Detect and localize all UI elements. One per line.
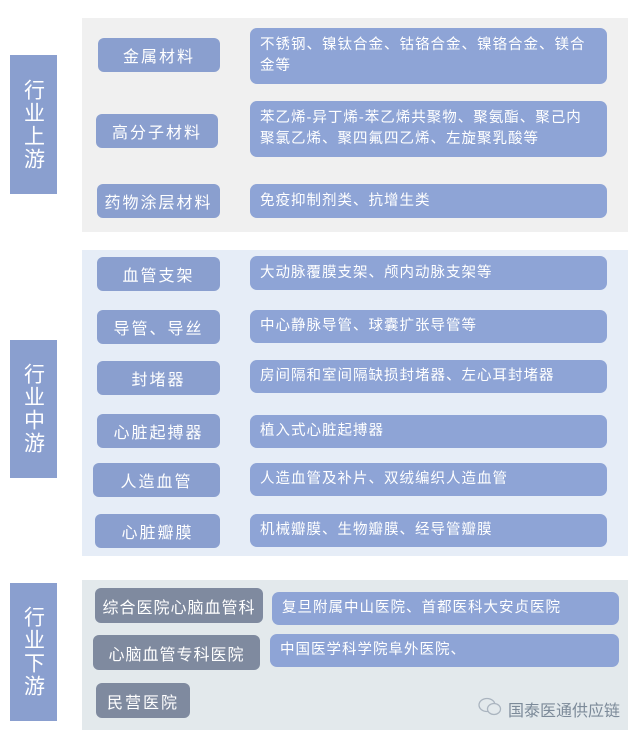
upstream-label: 行业上游 bbox=[10, 55, 57, 194]
category-heart-valve: 心脏瓣膜 bbox=[95, 514, 220, 548]
detail-metal: 不锈钢、镍钛合金、钴铬合金、镍铬合金、镁合金等 bbox=[250, 28, 607, 84]
wechat-icon bbox=[478, 697, 502, 721]
detail-specialty-hospital: 中国医学科学院阜外医院、 bbox=[270, 634, 619, 667]
category-stent: 血管支架 bbox=[97, 257, 220, 291]
watermark: 国泰医通供应链 bbox=[478, 697, 620, 721]
category-pacemaker: 心脏起搏器 bbox=[97, 414, 220, 448]
detail-drug-coating: 免疫抑制剂类、抗增生类 bbox=[250, 184, 607, 218]
category-occluder: 封堵器 bbox=[97, 361, 220, 395]
midstream-panel bbox=[82, 250, 628, 556]
category-catheter: 导管、导丝 bbox=[97, 310, 220, 344]
detail-pacemaker: 植入式心脏起搏器 bbox=[250, 415, 607, 448]
watermark-text: 国泰医通供应链 bbox=[508, 701, 621, 720]
category-general-hospital: 综合医院心脑血管科 bbox=[95, 588, 263, 623]
detail-polymer: 苯乙烯-异丁烯-苯乙烯共聚物、聚氨酯、聚己内聚氯乙烯、聚四氟四乙烯、左旋聚乳酸等 bbox=[250, 101, 607, 157]
category-vascular-graft: 人造血管 bbox=[93, 463, 220, 497]
category-metal: 金属材料 bbox=[98, 38, 220, 72]
category-private-hospital: 民营医院 bbox=[96, 683, 190, 718]
detail-heart-valve: 机械瓣膜、生物瓣膜、经导管瓣膜 bbox=[250, 514, 607, 547]
midstream-label: 行业中游 bbox=[10, 340, 57, 478]
downstream-label: 行业下游 bbox=[10, 583, 57, 721]
detail-occluder: 房间隔和室间隔缺损封堵器、左心耳封堵器 bbox=[250, 360, 607, 393]
detail-stent: 大动脉覆膜支架、颅内动脉支架等 bbox=[250, 256, 607, 290]
detail-vascular-graft: 人造血管及补片、双绒编织人造血管 bbox=[250, 463, 607, 496]
category-drug-coating: 药物涂层材料 bbox=[97, 184, 220, 218]
detail-catheter: 中心静脉导管、球囊扩张导管等 bbox=[250, 310, 607, 343]
category-specialty-hospital: 心脑血管专科医院 bbox=[93, 635, 260, 670]
category-polymer: 高分子材料 bbox=[96, 114, 218, 148]
detail-general-hospital: 复旦附属中山医院、首都医科大安贞医院 bbox=[272, 592, 619, 625]
